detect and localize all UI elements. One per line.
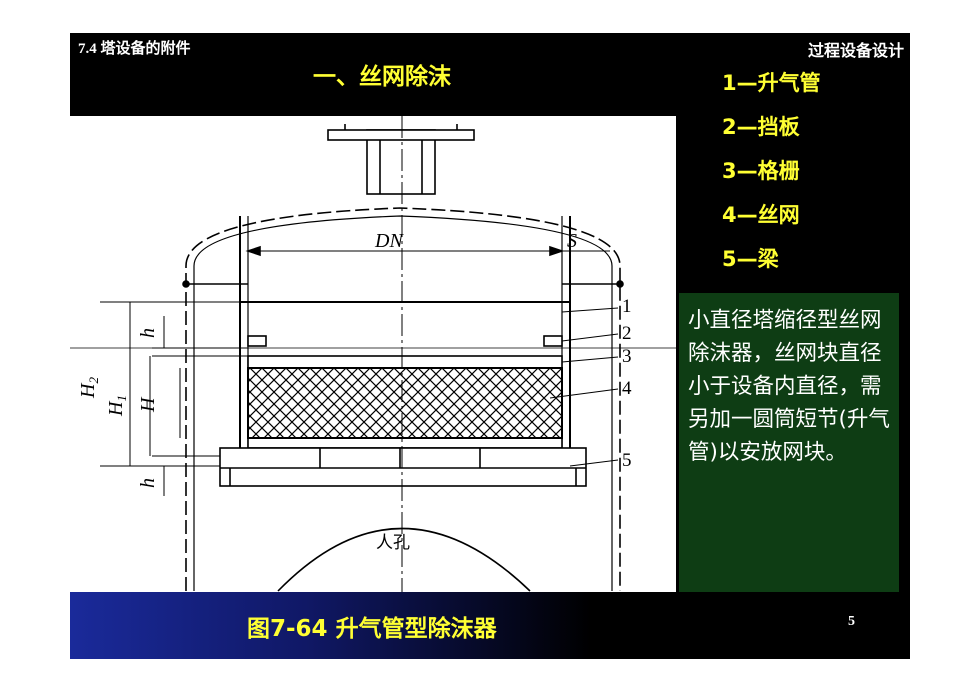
parts-legend: 1—升气管 2—挡板 3—格栅 4—丝网 5—梁 — [722, 61, 821, 281]
section-label: 7.4 塔设备的附件 — [78, 41, 191, 57]
demister-drawing: DN S H2 H1 H h h 1 2 3 4 5 人孔 — [70, 116, 676, 592]
shell-outer — [185, 207, 621, 591]
manhole-label: 人孔 — [376, 533, 410, 553]
h-big-label: H — [137, 396, 159, 413]
part-number-5: 5 — [622, 450, 632, 471]
description-text: 小直径塔缩径型丝网除沫器，丝网块直径小于设备内直径，需另加一圆筒短节(升气管)以… — [688, 308, 890, 465]
h1-label: H1 — [105, 395, 129, 417]
h-bottom-label: h — [137, 478, 159, 488]
demister-figure: DN S H2 H1 H h h 1 2 3 4 5 人孔 — [70, 116, 676, 592]
h2-label: H2 — [77, 377, 101, 399]
s-label: S — [567, 230, 577, 252]
description-box: 小直径塔缩径型丝网除沫器，丝网块直径小于设备内直径，需另加一圆筒短节(升气管)以… — [679, 293, 899, 598]
legend-item: 5—梁 — [722, 247, 779, 271]
h-top-label: h — [137, 328, 159, 338]
part-number-2: 2 — [622, 323, 632, 344]
legend-item: 2—挡板 — [722, 115, 800, 139]
course-label: 过程设备设计 — [807, 43, 904, 60]
wire-mesh — [247, 367, 563, 439]
footer-bar: 图7-64 升气管型除沫器 5 — [70, 592, 910, 659]
grid-bottom — [247, 437, 563, 449]
dn-label: DN — [374, 230, 404, 252]
legend-item: 1—升气管 — [722, 71, 821, 95]
page-number: 5 — [848, 614, 855, 629]
figure-caption: 图7-64 升气管型除沫器 — [247, 616, 497, 642]
part-number-3: 3 — [622, 346, 632, 367]
baffle-left — [247, 335, 267, 347]
support-beam — [219, 447, 587, 487]
part-number-1: 1 — [622, 296, 632, 317]
baffle-right — [543, 335, 563, 347]
legend-item: 3—格栅 — [722, 159, 800, 183]
slide: 7.4 塔设备的附件 过程设备设计 一、丝网除沫 — [70, 33, 910, 659]
legend-item: 4—丝网 — [722, 203, 800, 227]
slide-title: 一、丝网除沫 — [313, 64, 451, 90]
grid-top — [247, 355, 563, 369]
part-number-4: 4 — [622, 378, 632, 399]
